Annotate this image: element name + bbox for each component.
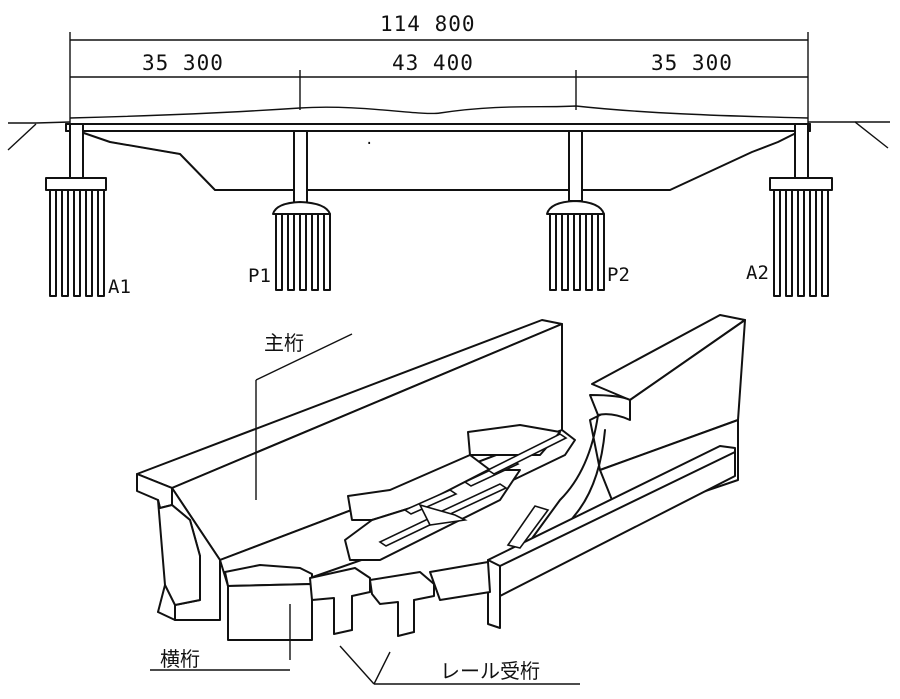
girder-soffit [77,130,801,191]
abutment-a2: A2 [746,123,833,297]
main-girder-left [136,319,563,621]
deck-slab [65,123,811,132]
pier-p1: P1 [248,130,331,291]
span-1-label: 35 300 [142,51,224,75]
cross-girder [224,561,491,641]
deck-grid [219,424,576,587]
elevation-view: 114 800 35 300 43 400 35 300 [7,12,890,298]
rail-girder-label: レール受桁 [440,659,540,683]
pier-p2: P2 [546,130,630,291]
support-label-p2: P2 [607,264,630,286]
alignment-line [69,105,809,119]
main-girder-label: 主桁 [264,331,304,355]
leader-lines [150,333,580,685]
rail-girders [309,567,435,637]
support-label-p1: P1 [248,265,271,287]
ground-line [7,121,890,151]
girder-inner-line [109,141,779,155]
total-dimension: 114 800 [69,12,809,128]
span-2-label: 43 400 [392,51,474,75]
cross-girder-label: 横桁 [160,647,200,671]
svg-text:·: · [365,136,373,152]
span-3-label: 35 300 [651,51,733,75]
support-label-a2: A2 [746,262,769,284]
support-label-a1: A1 [108,276,131,298]
main-girder-right [487,314,746,629]
perspective-view: 主桁 横桁 レール受桁 [136,314,746,685]
total-span-label: 114 800 [380,12,476,36]
span-dimensions: 35 300 43 400 35 300 [70,51,808,110]
abutment-a1: A1 [45,123,131,298]
